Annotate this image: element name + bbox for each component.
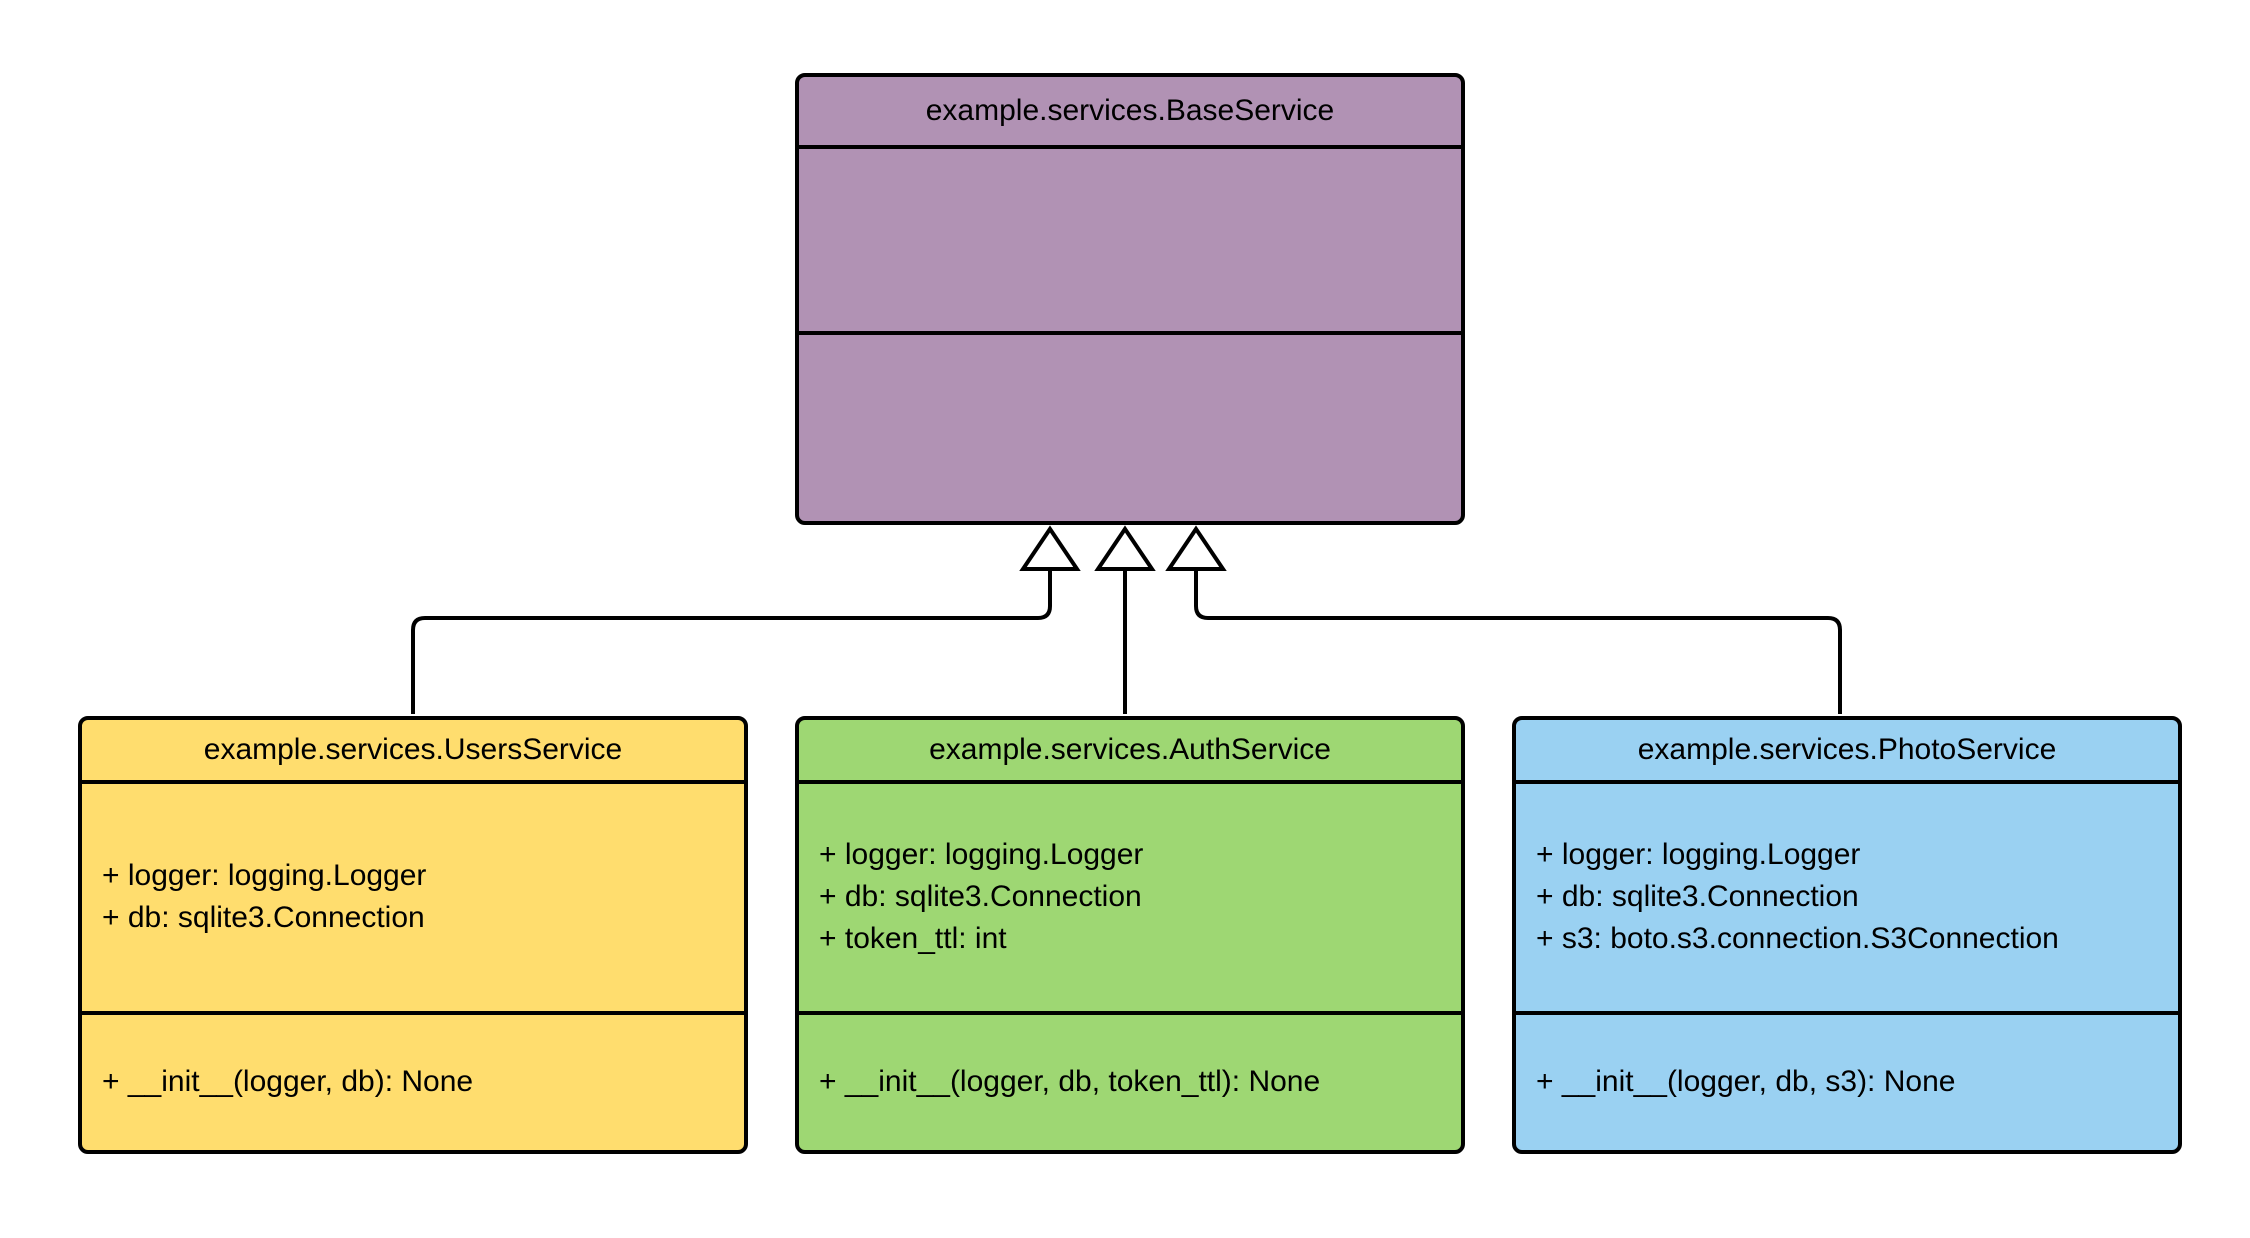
method-row: + __init__(logger, db): None [102, 1065, 474, 1099]
attribute-row: + db: sqlite3.Connection [1536, 880, 1859, 914]
class-title: example.services.AuthService [929, 733, 1331, 766]
attribute-row: + logger: logging.Logger [819, 838, 1144, 872]
class-attributes-compartment: + logger: logging.Logger + db: sqlite3.C… [82, 780, 744, 1011]
class-methods-compartment: + __init__(logger, db, token_ttl): None [799, 1010, 1461, 1150]
class-box-auth-service: example.services.AuthService + logger: l… [795, 716, 1465, 1154]
attribute-row: + db: sqlite3.Connection [819, 880, 1142, 914]
hollow-triangle-arrowhead-icon [1165, 525, 1227, 571]
method-row: + __init__(logger, db, s3): None [1536, 1065, 1956, 1099]
inheritance-edge-photo [1194, 569, 1842, 714]
class-methods-compartment [799, 331, 1461, 521]
class-title: example.services.PhotoService [1637, 733, 2057, 766]
attribute-row: + logger: logging.Logger [1536, 838, 1861, 872]
hollow-triangle-arrowhead-icon [1019, 525, 1081, 571]
class-attributes-compartment: + logger: logging.Logger + db: sqlite3.C… [1516, 780, 2178, 1011]
class-title: example.services.UsersService [203, 733, 623, 766]
class-title: example.services.BaseService [925, 94, 1335, 127]
attribute-row: + logger: logging.Logger [102, 859, 427, 893]
inheritance-edge-users [411, 569, 1052, 714]
hollow-triangle-arrowhead-icon [1094, 525, 1156, 571]
class-methods-compartment: + __init__(logger, db): None [82, 1010, 744, 1150]
attribute-row: + db: sqlite3.Connection [102, 901, 425, 935]
class-box-photo-service: example.services.PhotoService + logger: … [1512, 716, 2182, 1154]
class-box-base-service: example.services.BaseService [795, 73, 1465, 525]
class-methods-compartment: + __init__(logger, db, s3): None [1516, 1010, 2178, 1150]
class-attributes-compartment: + logger: logging.Logger + db: sqlite3.C… [799, 780, 1461, 1011]
attribute-row: + token_ttl: int [819, 922, 1007, 956]
attribute-row: + s3: boto.s3.connection.S3Connection [1536, 922, 2059, 956]
method-row: + __init__(logger, db, token_ttl): None [819, 1065, 1321, 1099]
class-box-users-service: example.services.UsersService + logger: … [78, 716, 748, 1154]
class-attributes-compartment [799, 145, 1461, 331]
